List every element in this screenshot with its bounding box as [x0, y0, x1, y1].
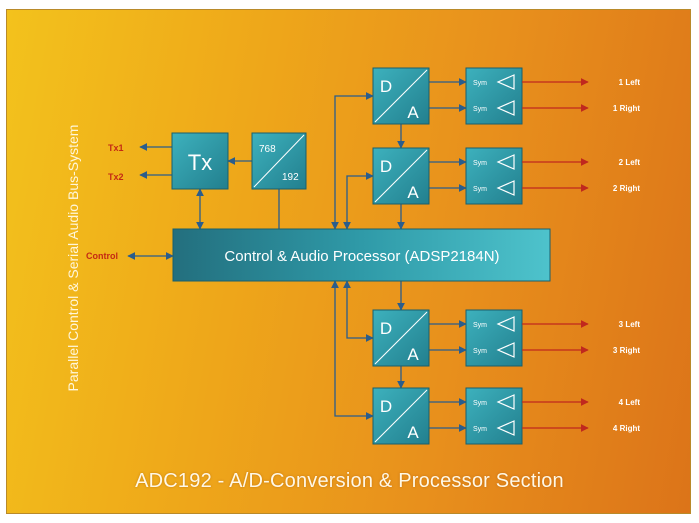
- dac-block-1: DA: [372, 67, 430, 125]
- dac-divider: [374, 69, 428, 123]
- channel-4-left-label: 4 Left: [619, 398, 641, 407]
- sample-rate-converter-block: 768 192: [251, 132, 307, 190]
- channel-2-left-label: 2 Left: [619, 158, 641, 167]
- tx1-label: Tx1: [108, 143, 124, 153]
- dac-d-label: D: [380, 397, 392, 416]
- dac-a-label: A: [407, 103, 419, 122]
- channel-1-right-label: 1 Right: [613, 104, 640, 113]
- processor-to-dac1-wire: [331, 92, 374, 230]
- channel-outputs: 1 Left 1 Right 2 Left 2 Right 3 Left 3 Right 4…: [522, 78, 640, 433]
- channel-1-left-label: 1 Left: [619, 78, 641, 87]
- blue-signal-wires: [127, 78, 467, 432]
- dac-divider: [374, 389, 428, 443]
- dac-d-label: D: [380, 77, 392, 96]
- channel-3-right-label: 3 Right: [613, 346, 640, 355]
- dac-block-3: DA: [372, 309, 430, 367]
- dac-d-label: D: [380, 157, 392, 176]
- channel-2-right-label: 2 Right: [613, 184, 640, 193]
- processor-to-dac4-wire: [331, 280, 374, 420]
- buffer-label: Sym: [473, 400, 487, 407]
- diagram-title: ADC192 - A/D-Conversion & Processor Sect…: [135, 470, 564, 492]
- dac-divider: [374, 149, 428, 203]
- tx2-label: Tx2: [108, 172, 124, 182]
- amplifier-triangle-icon: [496, 74, 515, 90]
- buffer-label: Sym: [473, 80, 487, 87]
- control-label: Control: [86, 251, 118, 261]
- processor-label: Control & Audio Processor (ADSP2184N): [224, 248, 499, 265]
- amplifier-triangle-icon: [496, 316, 515, 332]
- src-bottom-label: 192: [282, 172, 299, 183]
- channel-3-left-label: 3 Left: [619, 320, 641, 329]
- amplifier-triangle-icon: [496, 180, 515, 196]
- buffer-label: Sym: [473, 160, 487, 167]
- tx-label: Tx: [188, 150, 212, 175]
- buffer-label: Sym: [473, 322, 487, 329]
- dac-block-4: DA: [372, 387, 430, 445]
- processor-to-dac2-wire: [343, 172, 374, 230]
- dac-a-label: A: [407, 423, 419, 442]
- dac-block-2: DA: [372, 147, 430, 205]
- amplifier-triangle-icon: [496, 154, 515, 170]
- audio-processor-block: Control & Audio Processor (ADSP2184N): [172, 228, 551, 282]
- buffer-label: Sym: [473, 106, 487, 113]
- amplifier-triangle-icon: [496, 394, 515, 410]
- amplifier-triangle-icon: [496, 100, 515, 116]
- processor-to-dac3-wire: [343, 280, 374, 342]
- tx-block: Tx: [171, 132, 229, 190]
- amplifier-triangle-icon: [496, 420, 515, 436]
- buffer-label: Sym: [473, 348, 487, 355]
- dac-divider: [374, 311, 428, 365]
- dac-d-label: D: [380, 319, 392, 338]
- amplifier-triangle-icon: [496, 342, 515, 358]
- dac-a-label: A: [407, 183, 419, 202]
- channel-4-right-label: 4 Right: [613, 424, 640, 433]
- dac-a-label: A: [407, 345, 419, 364]
- buffer-label: Sym: [473, 426, 487, 433]
- buffer-label: Sym: [473, 186, 487, 193]
- src-top-label: 768: [259, 144, 276, 155]
